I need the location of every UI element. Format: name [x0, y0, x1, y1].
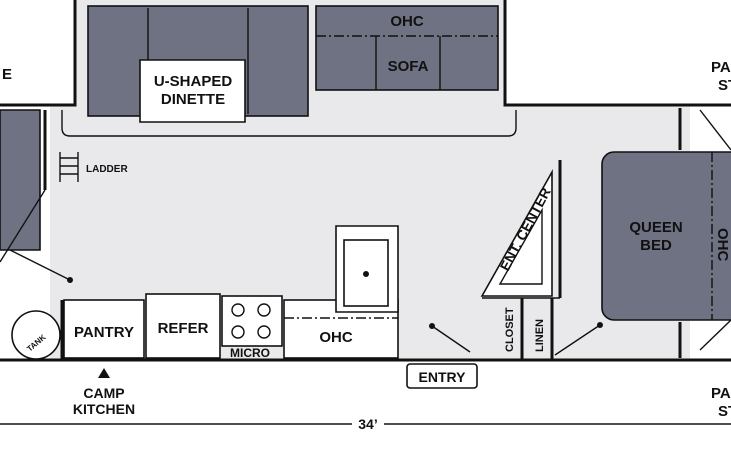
- bunk-diagonal: [0, 189, 46, 263]
- left-partial-label: E: [2, 66, 12, 83]
- camp-kitchen-label-line2: KITCHEN: [73, 401, 135, 417]
- entry-step: [406, 363, 478, 389]
- dinette-table: [139, 59, 246, 123]
- slideout-line: [61, 110, 517, 137]
- entry-door-knob: [429, 323, 435, 329]
- entry-door-swing: [431, 325, 471, 353]
- pa-top-line1: PA: [711, 59, 731, 76]
- wardrobe-line-2: [699, 319, 731, 351]
- entry-label: ENTRY: [419, 369, 467, 385]
- tank: [11, 310, 61, 360]
- ohc-top-label: OHC: [390, 13, 424, 30]
- sofa-label: SOFA: [388, 58, 429, 75]
- ent-center: [480, 168, 553, 297]
- length-label: 34’: [358, 416, 377, 432]
- ladder-icon: [59, 152, 79, 182]
- bedroom-door-knob: [597, 322, 603, 328]
- closet-label: CLOSET: [504, 307, 516, 352]
- pantry-box: [63, 299, 145, 359]
- linen-label: LINEN: [534, 319, 546, 352]
- sink-drain: [363, 271, 369, 277]
- camp-kitchen-label-line1: CAMP: [83, 385, 124, 401]
- bedroom-door-swing: [554, 324, 601, 356]
- pa-bottom-line1: PA: [711, 385, 731, 402]
- kitchen-ohc-label: OHC: [319, 329, 353, 346]
- bed-ohc-label: OHC: [714, 228, 731, 262]
- queen-bed-label-line2: BED: [640, 237, 672, 254]
- micro-label: MICRO: [230, 346, 270, 360]
- pa-top-line2: ST: [718, 77, 731, 94]
- queen-bed-label-line1: QUEEN: [629, 219, 682, 236]
- door-left: [9, 249, 71, 281]
- dinette-label-line2: DINETTE: [161, 91, 225, 108]
- ent-center-inner: [498, 207, 543, 285]
- ladder-label: LADDER: [86, 164, 128, 175]
- stove: [221, 295, 283, 347]
- door-left-knob: [67, 277, 73, 283]
- dinette-label-line1: U-SHAPED: [154, 73, 233, 90]
- burner-icons: [231, 303, 271, 339]
- refer-label: REFER: [158, 320, 209, 337]
- queen-bed: [601, 151, 731, 321]
- wall-left-top: [0, 0, 77, 107]
- sofa: [315, 5, 499, 91]
- refer-box: [145, 293, 221, 359]
- wardrobe-line-1: [699, 109, 731, 151]
- camp-kitchen-arrow: [98, 368, 110, 378]
- wall-right-top: [503, 0, 731, 107]
- pantry-label: PANTRY: [74, 324, 134, 341]
- pa-bottom-line2: ST: [718, 403, 731, 420]
